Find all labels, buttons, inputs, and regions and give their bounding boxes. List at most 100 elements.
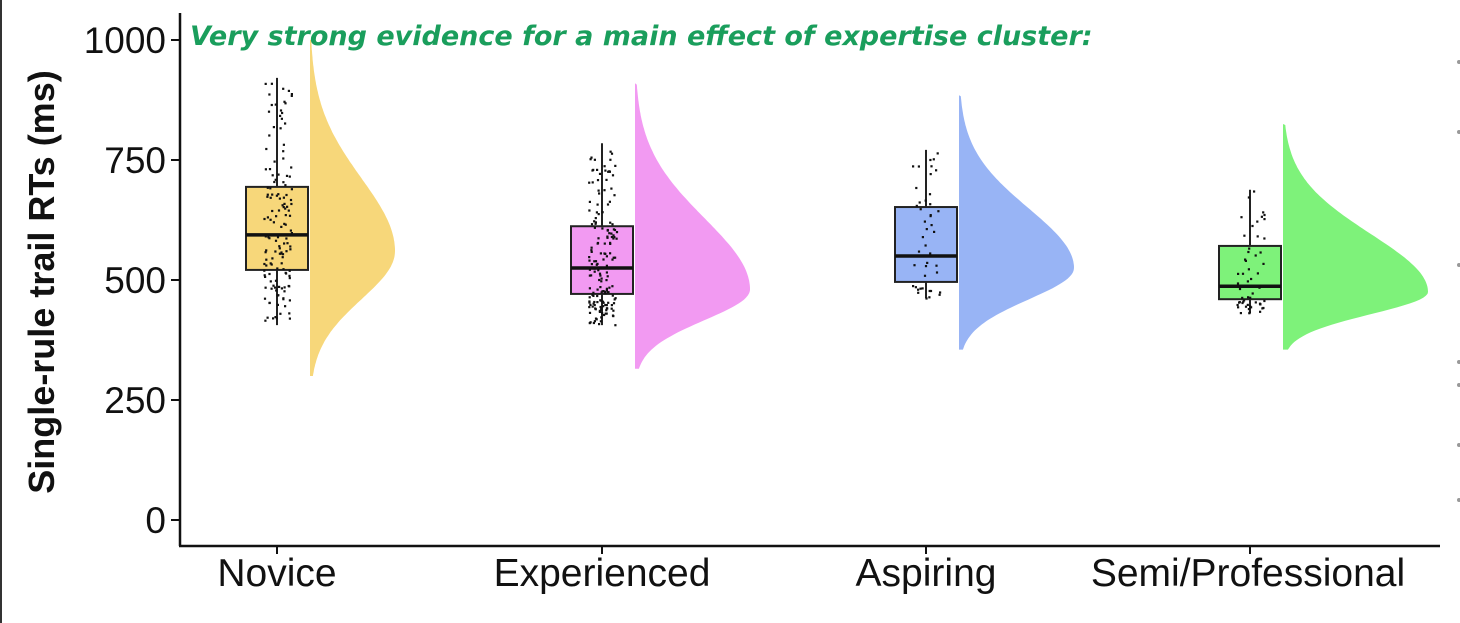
data-point: [283, 286, 286, 289]
data-point: [266, 186, 269, 189]
data-point: [593, 267, 596, 270]
data-point: [1240, 216, 1243, 219]
data-point: [286, 205, 289, 208]
data-point: [597, 213, 600, 216]
data-point: [1238, 287, 1242, 291]
data-point: [598, 272, 602, 275]
data-point: [591, 267, 594, 270]
data-point: [611, 174, 615, 177]
data-point: [276, 267, 279, 270]
data-point: [594, 217, 597, 220]
data-point: [610, 266, 613, 269]
data-point: [596, 242, 599, 245]
data-point: [588, 300, 591, 303]
data-point: [288, 274, 291, 277]
data-point: [274, 316, 277, 319]
data-point: [1263, 237, 1266, 240]
data-point: [609, 252, 612, 255]
cropped-legend-dot: [1457, 360, 1460, 364]
data-point: [290, 232, 293, 235]
data-point: [265, 249, 268, 252]
data-point: [612, 256, 615, 259]
data-point: [268, 93, 271, 96]
data-point: [1246, 280, 1249, 283]
data-point: [918, 201, 921, 204]
data-point: [596, 288, 599, 291]
data-point: [609, 150, 612, 153]
data-point: [1238, 301, 1241, 304]
data-point: [1254, 254, 1257, 257]
data-point: [610, 307, 613, 310]
density-half-violin: [1283, 124, 1428, 350]
data-point: [290, 93, 293, 96]
data-point: [590, 250, 593, 253]
data-point: [1263, 218, 1266, 221]
data-point: [925, 228, 928, 231]
data-point: [271, 193, 274, 196]
data-point: [599, 252, 602, 255]
cropped-legend-dot: [1457, 263, 1460, 267]
data-point: [601, 227, 604, 230]
data-point: [595, 263, 598, 266]
data-point: [929, 158, 932, 162]
data-point: [285, 250, 288, 253]
data-point: [603, 313, 606, 317]
data-point: [290, 202, 293, 206]
data-point: [1241, 296, 1244, 299]
data-point: [284, 207, 287, 210]
data-point: [588, 322, 591, 325]
data-point: [274, 279, 278, 282]
data-point: [281, 256, 284, 259]
data-point: [614, 324, 617, 327]
data-point: [1237, 306, 1240, 309]
data-point: [283, 100, 286, 103]
data-point: [590, 263, 593, 266]
data-point: [1246, 303, 1249, 306]
data-point: [599, 267, 602, 270]
data-point: [604, 312, 607, 315]
data-point: [269, 187, 272, 190]
data-point: [593, 260, 596, 263]
density-half-violin: [959, 95, 1074, 350]
data-point: [605, 304, 608, 307]
data-point: [275, 194, 278, 197]
data-point: [290, 94, 293, 97]
data-point: [612, 234, 615, 237]
data-point: [272, 317, 275, 320]
data-point: [276, 236, 280, 239]
data-point: [604, 252, 607, 255]
data-point: [279, 252, 283, 255]
data-point: [263, 217, 266, 221]
data-point: [912, 165, 915, 168]
data-point: [603, 189, 606, 192]
data-point: [264, 251, 267, 254]
data-point: [602, 305, 605, 308]
data-point: [264, 275, 267, 278]
data-point: [280, 225, 283, 228]
data-point: [283, 242, 286, 245]
data-point: [598, 192, 601, 195]
data-point: [935, 264, 938, 267]
data-point: [1248, 312, 1251, 315]
data-point: [281, 204, 284, 207]
data-point: [1260, 215, 1263, 218]
data-point: [915, 186, 918, 190]
data-point: [288, 277, 291, 280]
data-point: [601, 211, 604, 214]
data-point: [1256, 235, 1259, 238]
data-point: [272, 126, 275, 129]
data-point: [1256, 272, 1259, 275]
data-point: [265, 147, 268, 151]
data-point: [602, 290, 605, 293]
data-point: [592, 321, 595, 325]
data-point: [1263, 213, 1266, 217]
data-point: [605, 271, 608, 274]
data-point: [588, 268, 591, 271]
data-point: [269, 218, 272, 221]
data-point: [605, 309, 608, 312]
data-point: [935, 271, 939, 274]
data-point: [264, 82, 267, 85]
data-point: [597, 237, 600, 240]
data-point: [938, 293, 941, 296]
data-point: [930, 224, 933, 227]
